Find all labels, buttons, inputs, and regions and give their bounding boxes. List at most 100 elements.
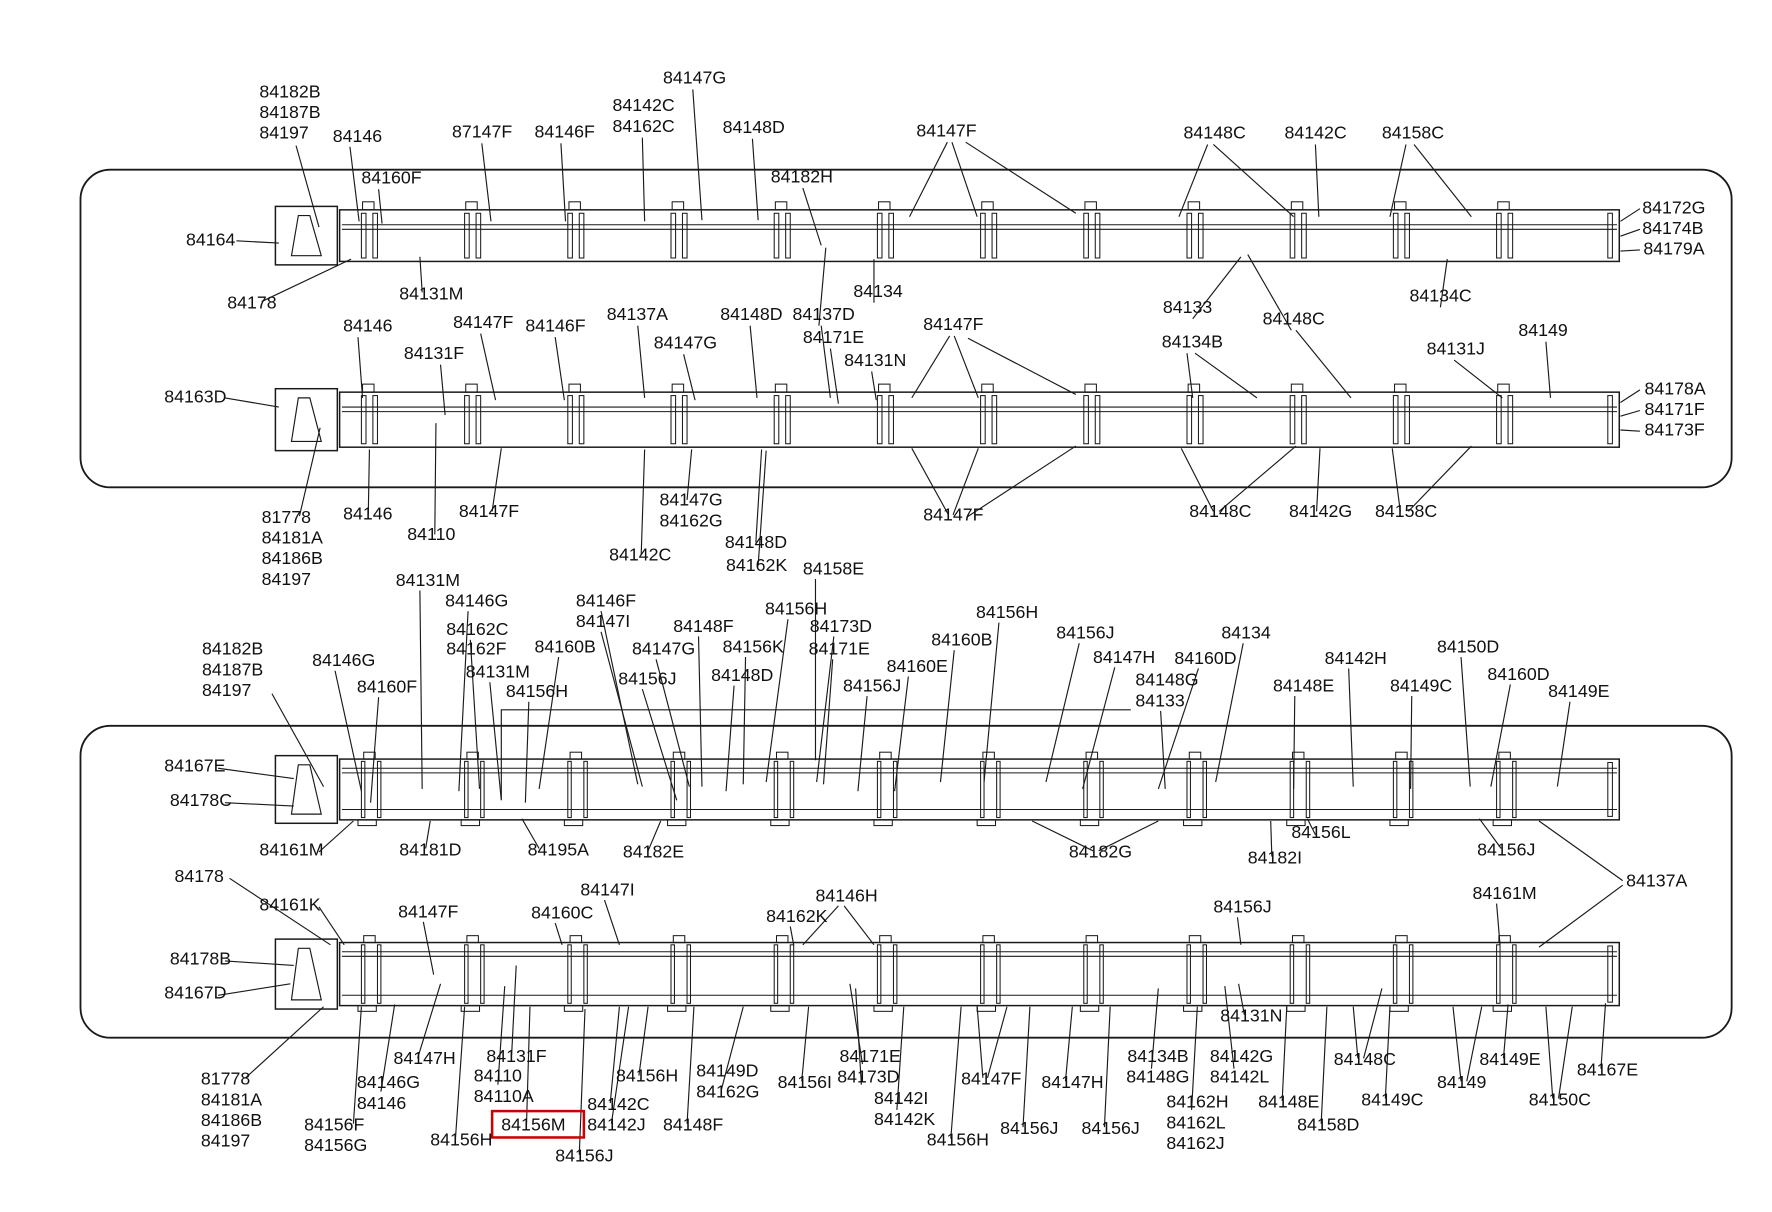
part-label: 84171E: [809, 639, 870, 659]
part-label: 84161M: [1473, 883, 1537, 903]
part-label: 84149C: [1390, 675, 1452, 695]
part-label: 84133: [1135, 690, 1185, 710]
part-label: 84197: [202, 680, 251, 700]
part-label: 84142H: [1325, 648, 1387, 668]
leader-line: [686, 1006, 695, 1124]
leader-line: [295, 145, 320, 228]
leader-line: [638, 1006, 649, 1076]
part-label: 84156J: [1056, 623, 1114, 643]
leader-line: [560, 143, 567, 222]
part-label: 84146F: [535, 122, 595, 142]
part-label: 84149D: [696, 1061, 758, 1081]
part-label: 84197: [201, 1131, 250, 1151]
moulding-rail: [274, 383, 1621, 452]
part-label: 84142C: [613, 95, 675, 115]
part-label: 84172G: [1642, 197, 1705, 217]
part-label: 84171E: [803, 327, 864, 347]
part-label: 84147H: [1093, 647, 1155, 667]
part-label: 84147H: [1041, 1072, 1103, 1092]
part-label: 84162L: [1166, 1112, 1225, 1132]
leader-line: [647, 820, 662, 852]
part-label: 84146: [343, 503, 393, 523]
part-label: 84149E: [1479, 1049, 1540, 1069]
part-label: 84147F: [453, 312, 513, 332]
part-label: 84149E: [1548, 681, 1609, 701]
leader-line: [1407, 445, 1472, 512]
part-label: 84137A: [1626, 870, 1687, 890]
part-label: 84162C: [613, 116, 675, 136]
part-label: 84161M: [259, 839, 323, 859]
leader-line: [521, 818, 540, 849]
part-label: 84150C: [1529, 1089, 1591, 1109]
part-label: 84142G: [1210, 1046, 1273, 1066]
leader-line: [1031, 820, 1094, 852]
leader-line: [843, 905, 875, 946]
leader-line: [789, 926, 795, 945]
leader-line: [439, 364, 446, 416]
part-label: 84179A: [1643, 239, 1704, 259]
part-label: 84110A: [474, 1086, 534, 1106]
part-label: 84147F: [923, 314, 983, 334]
leader-line: [480, 333, 497, 401]
leader-line: [218, 767, 294, 780]
leader-line: [749, 325, 758, 398]
leader-line: [1315, 448, 1321, 512]
leader-line: [1452, 1006, 1462, 1082]
part-label: 84182E: [623, 842, 684, 862]
leader-line: [1320, 1006, 1328, 1124]
part-label: 84147F: [398, 901, 458, 921]
part-label: 84156J: [1082, 1118, 1140, 1138]
part-label: 84167E: [1577, 1060, 1638, 1080]
leader-line: [1496, 903, 1501, 945]
leader-line: [1538, 884, 1624, 948]
part-label: 84162K: [766, 906, 827, 926]
part-label: 84148F: [673, 616, 733, 636]
part-label: 84110: [474, 1065, 522, 1085]
leader-line: [554, 337, 565, 401]
leader-line: [1224, 986, 1235, 1069]
part-label: 84156G: [304, 1135, 367, 1155]
part-label: 84162K: [726, 555, 787, 575]
leader-line: [1178, 144, 1209, 217]
part-label: 84156J: [1477, 839, 1535, 859]
leader-line: [939, 650, 955, 783]
leader-line: [1306, 818, 1316, 836]
leader-line: [224, 802, 294, 807]
part-label: 84156L: [1291, 822, 1350, 842]
part-label: 84142C: [1284, 123, 1346, 143]
leader-line: [641, 137, 646, 222]
leader-line: [655, 659, 690, 787]
leader-line: [855, 988, 862, 1085]
panel-outline: [79, 724, 1733, 1039]
leader-line: [641, 688, 678, 801]
leader-line: [697, 636, 703, 787]
part-label: 84147G: [663, 68, 726, 88]
leader-line: [1098, 820, 1159, 852]
part-label: 84181D: [399, 839, 461, 859]
leader-line: [217, 983, 291, 996]
part-label: 84178C: [170, 790, 232, 810]
part-label: 84162J: [1166, 1133, 1224, 1153]
part-label: 84134B: [1127, 1046, 1188, 1066]
part-label: 84186B: [201, 1110, 262, 1130]
part-label: 84160F: [361, 167, 421, 187]
moulding-rail: [274, 751, 1621, 827]
leader-line: [1160, 710, 1166, 789]
part-label: 84148C: [1189, 501, 1251, 521]
part-label: 84160C: [531, 902, 593, 922]
part-label: 84161K: [259, 894, 320, 914]
leader-line: [1150, 988, 1159, 1069]
part-label: 84133: [1163, 297, 1213, 317]
part-label: 84158C: [1382, 123, 1444, 143]
leader-line: [637, 325, 646, 398]
part-label: 84146F: [576, 591, 636, 611]
leader-line: [538, 656, 560, 789]
part-label: 84134C: [1409, 286, 1471, 306]
part-label: 84131N: [844, 350, 906, 370]
leader-line: [500, 709, 1131, 800]
leader-line: [976, 1006, 984, 1078]
leader-line: [370, 697, 380, 803]
part-label: 84148E: [1258, 1092, 1319, 1112]
leader-line: [1620, 208, 1641, 222]
leader-line: [1022, 1006, 1031, 1128]
